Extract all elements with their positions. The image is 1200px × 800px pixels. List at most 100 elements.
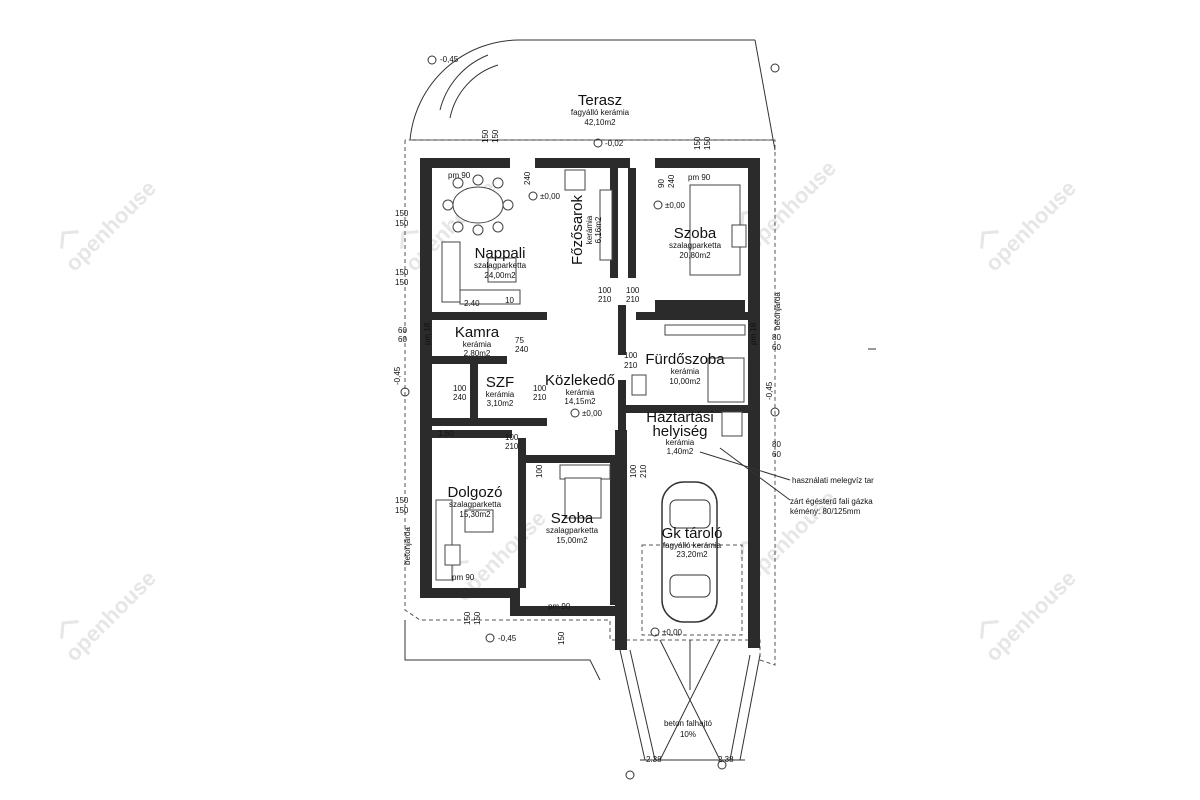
dimension-label: 150: [395, 219, 409, 228]
driveway-label: beton falhajtó: [664, 719, 713, 728]
dimension-label: 150: [473, 611, 482, 625]
room-area-fozosarok: 6,16m2: [594, 216, 603, 243]
dimension-label: 150: [481, 129, 490, 143]
room-floor-kamra: kerámia: [463, 340, 492, 349]
room-name-haztartasi-1: Háztartási: [646, 409, 714, 426]
watermark-text: openhouse: [980, 566, 1081, 667]
dimension-label: 240: [667, 174, 676, 188]
room-area-kozlekedo: 14,15m2: [564, 397, 596, 406]
chimney-note: kémény: 80/125mm: [790, 507, 861, 516]
dimension-label: 150: [395, 268, 409, 277]
watermark-text: openhouse: [980, 176, 1081, 277]
boiler-note: használati melegvíz tar: [792, 476, 874, 485]
room-floor-furdoszoba: kerámia: [671, 367, 700, 376]
dimension-label: 100: [629, 464, 638, 478]
room-floor-terasz: fagyálló kerámia: [571, 108, 630, 117]
room-floor-szf: kerámia: [486, 390, 515, 399]
betonjarda-right: betonjárda: [773, 292, 782, 330]
annotations: használati melegvíz tar zárt égésterű fa…: [403, 292, 876, 565]
dimension-label: 150: [693, 136, 702, 150]
dimension-label: 75: [515, 336, 524, 345]
dimension-label: 150: [395, 506, 409, 515]
room-name-szoba2: Szoba: [551, 510, 594, 527]
level-marker: ±0,00: [582, 409, 603, 418]
room-floor-szoba2: szalagparketta: [546, 526, 599, 535]
dimension-label: 100: [626, 286, 640, 295]
dimension-label: 210: [639, 464, 648, 478]
room-name-dolgozo: Dolgozó: [447, 484, 502, 501]
dimension-label: 240: [523, 171, 532, 185]
room-floor-dolgozo: szalagparketta: [449, 500, 502, 509]
dimension-label: 150: [395, 496, 409, 505]
level-marker: -0,45: [498, 634, 517, 643]
room-area-szf: 3,10m2: [487, 399, 514, 408]
room-name-kozlekedo: Közlekedő: [545, 372, 615, 389]
dimension-label: 150: [703, 136, 712, 150]
room-area-dolgozo: 15,30m2: [459, 510, 491, 519]
interior-walls: [432, 168, 748, 605]
room-area-szoba1: 20,80m2: [679, 251, 711, 260]
car-icon: [641, 481, 743, 636]
room-floor-szoba1: szalagparketta: [669, 241, 722, 250]
dimension-label: 100: [598, 286, 612, 295]
room-name-fozosarok: Főzősarok: [569, 194, 586, 265]
dimension-label: 210: [626, 295, 640, 304]
dimension-label: 100: [535, 464, 544, 478]
room-floor-fozosarok: kerámia: [585, 215, 594, 244]
room-name-terasz: Terasz: [578, 92, 622, 109]
dimension-label: 210: [598, 295, 612, 304]
watermark-text: openhouse: [60, 566, 161, 667]
dimension-label: 100: [533, 384, 547, 393]
room-name-kamra: Kamra: [455, 324, 500, 341]
dimension-label: 150: [395, 278, 409, 287]
room-floor-nappali: szalagparketta: [474, 261, 527, 270]
site-boundary: [404, 139, 776, 666]
level-marker: -0,45: [440, 55, 459, 64]
level-marker: ±0,00: [662, 628, 683, 637]
room-name-nappali: Nappali: [475, 245, 526, 262]
dimension-label: 100: [505, 433, 519, 442]
dimension-label: pm 90: [448, 171, 471, 180]
dimension-label: 80: [772, 333, 781, 342]
watermark-text: openhouse: [60, 176, 161, 277]
dimension-label: 10: [505, 296, 514, 305]
room-floor-haztartasi: kerámia: [666, 438, 695, 447]
level-marker: ±0,00: [540, 192, 561, 201]
room-area-furdoszoba: 10,00m2: [669, 377, 701, 386]
room-name-gk-tarolo: Gk tároló: [662, 525, 723, 542]
dimension-label: 80: [772, 440, 781, 449]
room-area-haztartasi: 1,40m2: [667, 447, 694, 456]
dimension-label: 100: [453, 384, 467, 393]
dimension-label: 60: [772, 343, 781, 352]
room-area-kamra: 2,80m2: [464, 349, 491, 358]
dimension-label: 100: [624, 351, 638, 360]
dimension-label: 210: [624, 361, 638, 370]
dimension-label: pm 18: [749, 322, 758, 345]
room-area-terasz: 42,10m2: [584, 118, 616, 127]
dimension-label: 150: [557, 631, 566, 645]
dimension-label: 210: [505, 442, 519, 451]
exterior-walls: [420, 158, 760, 650]
dimension-label: 150: [491, 129, 500, 143]
dimension-label: 210: [533, 393, 547, 402]
room-floor-kozlekedo: kerámia: [566, 388, 595, 397]
dimension-label: 60: [398, 326, 407, 335]
room-floor-gk-tarolo: fagyálló kerámia: [663, 541, 722, 550]
dimension-label: 60: [398, 335, 407, 344]
room-labels: Terasz fagyálló kerámia 42,10m2 Nappali …: [447, 92, 725, 739]
dimension-label: 150: [395, 209, 409, 218]
driveway: [619, 639, 761, 761]
room-name-szf: SZF: [486, 374, 514, 391]
gas-note: zárt égésterű fali gázka: [790, 497, 873, 506]
dimension-label: pm 18: [423, 322, 432, 345]
level-markers: -0,45 -0,02 ±0,00 ±0,00 ±0,00 -0,45 ±0,0…: [393, 55, 780, 780]
level-marker: ±0,00: [665, 201, 686, 210]
betonjarda-left: betonjárda: [403, 527, 412, 565]
dimension-label: 240: [453, 393, 467, 402]
dimension-label: 90: [657, 179, 666, 188]
room-area-gk-tarolo: 23,20m2: [676, 550, 708, 559]
dimension-label: pm 90: [452, 573, 475, 582]
dimension-label: 2.40: [464, 299, 480, 308]
